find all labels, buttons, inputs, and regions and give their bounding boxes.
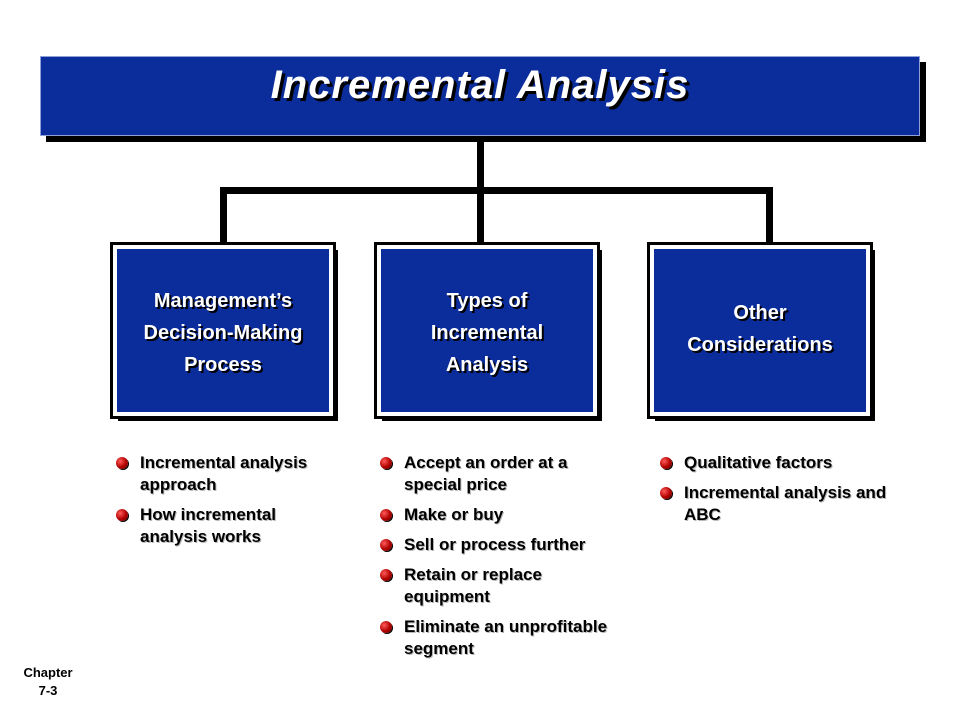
bullet-icon bbox=[380, 539, 392, 551]
list-item: Make or buy bbox=[378, 504, 628, 526]
bullet-icon bbox=[116, 457, 128, 469]
box-other-considerations: Other Considerations bbox=[647, 242, 873, 419]
list-item: Incremental analysis and ABC bbox=[658, 482, 898, 526]
list-other-considerations: Qualitative factors Incremental analysis… bbox=[658, 452, 898, 534]
box-label: Types of Incremental Analysis bbox=[430, 290, 544, 376]
connector-left-drop bbox=[220, 187, 227, 245]
bullet-icon bbox=[380, 457, 392, 469]
bullet-icon bbox=[380, 569, 392, 581]
list-item: How incremental analysis works bbox=[114, 504, 344, 548]
list-decision-making: Incremental analysis approach How increm… bbox=[114, 452, 344, 556]
bullet-icon bbox=[380, 621, 392, 633]
connector-center-drop bbox=[477, 187, 484, 245]
list-item: Qualitative factors bbox=[658, 452, 898, 474]
chapter-label: Chapter 7-3 bbox=[23, 665, 73, 698]
list-item: Incremental analysis approach bbox=[114, 452, 344, 496]
box-label: Other Considerations bbox=[687, 302, 833, 356]
list-types-of-analysis: Accept an order at a special price Make … bbox=[378, 452, 628, 668]
list-item: Sell or process further bbox=[378, 534, 628, 556]
bullet-icon bbox=[660, 487, 672, 499]
bullet-icon bbox=[380, 509, 392, 521]
list-item: Retain or replace equipment bbox=[378, 564, 628, 608]
list-item: Eliminate an unprofitable segment bbox=[378, 616, 628, 660]
box-label: Management’s Decision-Making Process bbox=[143, 290, 303, 376]
bullet-icon bbox=[660, 457, 672, 469]
box-decision-making: Management’s Decision-Making Process bbox=[110, 242, 336, 419]
title-banner: Incremental Analysis bbox=[40, 56, 920, 136]
diagram-title: Incremental Analysis bbox=[270, 63, 690, 107]
bullet-icon bbox=[116, 509, 128, 521]
connector-trunk bbox=[477, 140, 484, 190]
list-item: Accept an order at a special price bbox=[378, 452, 628, 496]
connector-horizontal bbox=[220, 187, 773, 194]
box-types-of-analysis: Types of Incremental Analysis bbox=[374, 242, 600, 419]
connector-right-drop bbox=[766, 187, 773, 245]
